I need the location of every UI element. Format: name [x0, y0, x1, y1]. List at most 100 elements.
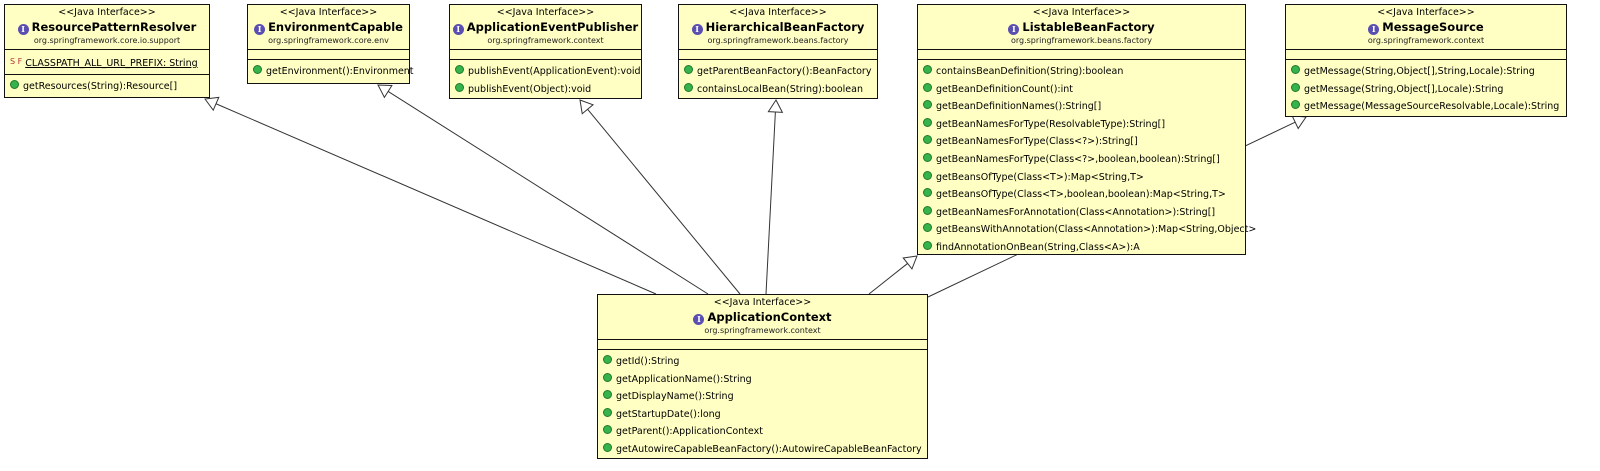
stereotype-label: <<Java Interface>>: [279, 7, 378, 18]
interface-icon: I: [17, 24, 29, 35]
package-name: org.springframework.beans.factory: [1010, 36, 1153, 45]
fields-section: [1286, 49, 1566, 59]
public-method-icon: [923, 135, 932, 145]
method-row[interactable]: getBeansOfType(Class<T>,boolean,boolean)…: [918, 186, 1245, 204]
package-name: org.springframework.core.io.support: [33, 36, 181, 45]
public-method-icon: [455, 82, 464, 92]
method-row[interactable]: getApplicationName():String: [598, 371, 927, 389]
stereotype-label: <<Java Interface>>: [729, 7, 827, 18]
method-row[interactable]: containsLocalBean(String):boolean: [679, 81, 877, 99]
public-method-icon: [923, 100, 932, 110]
public-method-icon: [923, 240, 932, 250]
static-final-field-icon: S F: [10, 57, 23, 66]
method-row[interactable]: findAnnotationOnBean(String,Class<A>):A: [918, 239, 1245, 257]
method-row[interactable]: getBeanDefinitionCount():int: [918, 81, 1245, 99]
edge-to-resource-pattern-resolver-arrowhead: [204, 96, 220, 112]
public-method-icon: [1291, 100, 1300, 110]
fields-section: [450, 49, 641, 59]
public-method-icon: [923, 152, 932, 162]
package-name: org.springframework.context: [1367, 36, 1485, 45]
public-method-icon: [603, 407, 612, 417]
method-row[interactable]: publishEvent(Object):void: [450, 81, 641, 99]
interface-name: ApplicationContext: [707, 310, 832, 324]
edge-to-application-event-publisher-arrowhead: [579, 99, 595, 115]
stereotype-label: <<Java Interface>>: [1032, 7, 1131, 18]
public-method-icon: [923, 117, 932, 127]
method-row[interactable]: getEnvironment():Environment: [248, 63, 414, 81]
public-method-icon: [684, 65, 693, 74]
method-row[interactable]: containsBeanDefinition(String):boolean: [918, 63, 1245, 81]
interface-name: MessageSource: [1382, 20, 1484, 34]
method-row[interactable]: getBeanNamesForAnnotation(Class<Annotati…: [918, 204, 1245, 222]
edge-to-resource-pattern-resolver-line: [215, 103, 657, 295]
methods-section: getMessage(String,Object[],String,Locale…: [1286, 59, 1566, 117]
methods-section: getEnvironment():Environment: [248, 59, 414, 82]
package-name: org.springframework.context: [487, 36, 604, 45]
method-row[interactable]: getMessage(MessageSourceResolvable,Local…: [1286, 98, 1566, 116]
method-row[interactable]: getBeanNamesForType(Class<?>):String[]: [918, 133, 1245, 151]
method-row[interactable]: getBeansWithAnnotation(Class<Annotation>…: [918, 221, 1256, 239]
method-row[interactable]: getDisplayName():String: [598, 388, 927, 406]
stereotype-label: <<Java Interface>>: [713, 297, 812, 308]
method-row[interactable]: getBeanDefinitionNames():String[]: [918, 98, 1245, 116]
edge-to-hierarchical-bean-factory-arrowhead: [767, 99, 784, 113]
edge-to-application-event-publisher-line: [587, 108, 741, 295]
interface-name: HierarchicalBeanFactory: [705, 20, 865, 34]
stereotype-label: <<Java Interface>>: [1377, 7, 1475, 18]
public-method-icon: [253, 65, 262, 74]
interface-icon: I: [254, 24, 266, 35]
public-method-icon: [923, 223, 932, 233]
edge-to-environment-capable-arrowhead: [377, 84, 393, 99]
methods-section: getParentBeanFactory():BeanFactory conta…: [679, 59, 877, 99]
method-row[interactable]: getBeanNamesForType(ResolvableType):Stri…: [918, 116, 1245, 134]
interface-icon: I: [452, 24, 464, 35]
method-row[interactable]: getMessage(String,Object[],Locale):Strin…: [1286, 81, 1566, 99]
methods-section: containsBeanDefinition(String):boolean g…: [918, 59, 1256, 258]
method-row[interactable]: getBeansOfType(Class<T>):Map<String,T>: [918, 169, 1245, 187]
method-row[interactable]: getMessage(String,Object[],String,Locale…: [1286, 63, 1566, 81]
methods-section: publishEvent(ApplicationEvent):void publ…: [450, 59, 641, 99]
public-method-icon: [923, 205, 932, 215]
fields-section: [598, 339, 927, 349]
method-row[interactable]: getStartupDate():long: [598, 406, 927, 424]
public-method-icon: [603, 372, 612, 382]
fields-section: [679, 49, 877, 59]
public-method-icon: [603, 355, 612, 364]
public-method-icon: [1291, 82, 1300, 92]
public-method-icon: [1291, 65, 1300, 74]
package-name: org.springframework.beans.factory: [707, 36, 849, 45]
method-row[interactable]: getResources(String):Resource[]: [5, 78, 209, 96]
method-row[interactable]: getBeanNamesForType(Class<?>,boolean,boo…: [918, 151, 1245, 169]
stereotype-label: <<Java Interface>>: [496, 7, 595, 18]
stereotype-label: <<Java Interface>>: [58, 7, 156, 18]
public-method-icon: [923, 65, 932, 74]
public-method-icon: [10, 79, 19, 89]
method-row[interactable]: publishEvent(ApplicationEvent):void: [450, 63, 641, 81]
fields-section: [248, 49, 409, 59]
interface-name: ListableBeanFactory: [1022, 20, 1155, 34]
methods-section: getId():String getApplicationName():Stri…: [598, 349, 927, 460]
method-row[interactable]: getAutowireCapableBeanFactory():Autowire…: [598, 441, 927, 459]
interface-icon: I: [1008, 24, 1020, 35]
method-row[interactable]: getParentBeanFactory():BeanFactory: [679, 63, 877, 81]
public-method-icon: [923, 188, 932, 198]
public-method-icon: [923, 82, 932, 92]
interface-name: ApplicationEventPublisher: [466, 20, 639, 34]
public-method-icon: [603, 442, 612, 452]
edge-to-environment-capable-line: [387, 90, 709, 295]
method-row[interactable]: getParent():ApplicationContext: [598, 423, 927, 441]
public-method-icon: [923, 170, 932, 180]
method-row[interactable]: getId():String: [598, 353, 927, 371]
package-name: org.springframework.context: [704, 326, 821, 335]
interface-name: EnvironmentCapable: [268, 20, 403, 34]
methods-section: getResources(String):Resource[]: [5, 73, 209, 97]
